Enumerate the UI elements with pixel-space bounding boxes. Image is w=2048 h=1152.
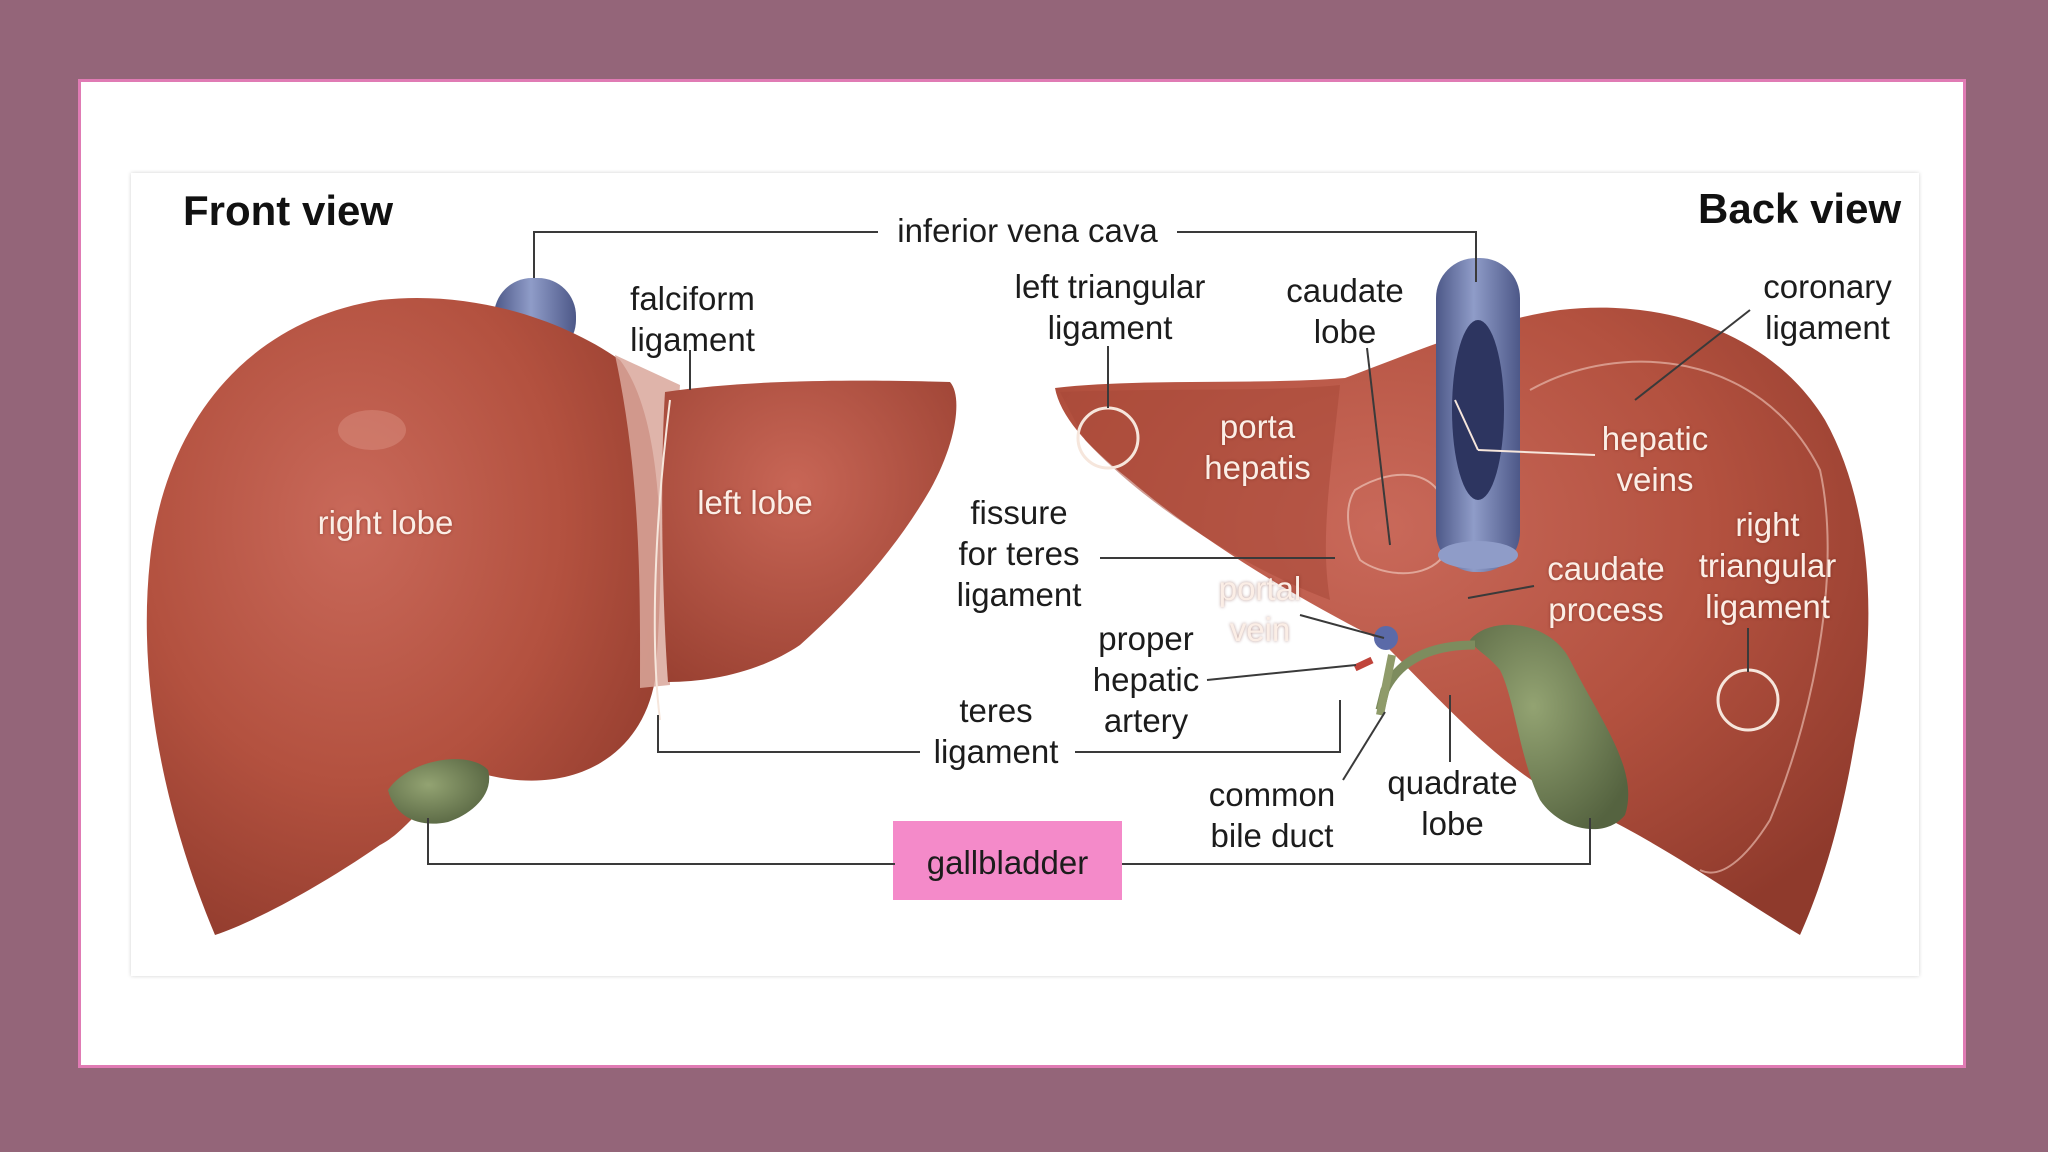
label-hepatic-veins: hepatic veins — [1601, 420, 1709, 498]
leader-lines — [427, 231, 1751, 865]
front-teres-ligament-shape — [653, 399, 671, 721]
back-liver — [1055, 258, 1869, 935]
common-bile-duct-shape — [1376, 654, 1396, 716]
label-proper-hepatic-artery: proper hepatic artery — [1092, 620, 1200, 739]
label-quadrate-lobe: quadrate lobe — [1387, 764, 1518, 842]
leader-teres-back — [1075, 700, 1341, 753]
hepatic-artery-shape — [1353, 656, 1374, 672]
front-right-lobe-shape — [146, 297, 661, 936]
leader-gallbladder — [427, 818, 895, 865]
back-ivc-bottom — [1438, 541, 1518, 569]
label-inferior-vena-cava: inferior vena cava — [897, 212, 1158, 249]
front-liver — [146, 278, 957, 936]
label-gallbladder: gallbladder — [926, 844, 1089, 881]
leader-coronary — [1634, 309, 1751, 401]
label-left-triangular-ligament: left triangular ligament — [1014, 268, 1206, 346]
front-view-title: Front view — [183, 187, 394, 234]
back-caudate-lobe-region — [1347, 473, 1447, 575]
back-view-title: Back view — [1698, 185, 1902, 232]
leader-hepatic-veins-2 — [1454, 399, 1479, 451]
front-gallbladder-shape — [388, 759, 490, 824]
label-teres-ligament: teres ligament — [933, 692, 1059, 770]
back-bare-area-outline — [1529, 360, 1829, 874]
label-caudate-lobe: caudate lobe — [1286, 272, 1404, 350]
portal-vein-shape — [1374, 626, 1398, 650]
label-right-lobe: right lobe — [317, 504, 454, 541]
label-coronary-ligament: coronary ligament — [1763, 268, 1892, 346]
leader-ivc — [533, 231, 878, 278]
label-fissure-for-teres-ligament: fissure for teres ligament — [956, 494, 1082, 613]
gallbladder-highlight — [893, 821, 1122, 900]
label-left-lobe: left lobe — [697, 484, 813, 521]
label-right-triangular-ligament: right triangular ligament — [1698, 506, 1837, 625]
label-falciform-ligament: falciform ligament — [630, 280, 755, 358]
label-common-bile-duct: common bile duct — [1208, 776, 1336, 854]
back-ivc-lumen — [1452, 320, 1504, 500]
leader-portal-vein — [1299, 614, 1385, 639]
leader-teres — [657, 715, 920, 753]
leader-caudate-process — [1467, 585, 1535, 599]
leader-gallbladder-back — [1122, 818, 1591, 865]
leader-hepatic-artery — [1206, 664, 1357, 681]
back-left-lobe-region — [1060, 385, 1340, 600]
front-left-lobe-shape — [662, 380, 957, 682]
leader-hepatic-veins — [1477, 449, 1596, 456]
back-gallbladder-shape — [1470, 624, 1629, 830]
leader-ivc-back — [1177, 231, 1477, 282]
leader-bile-duct — [1342, 711, 1386, 781]
label-porta-hepatis: porta hepatis — [1204, 408, 1311, 486]
leader-caudate — [1366, 347, 1391, 546]
label-caudate-process: caudate process — [1547, 550, 1665, 628]
label-portal-vein: portal vein — [1218, 570, 1302, 648]
front-sheen — [338, 410, 406, 450]
